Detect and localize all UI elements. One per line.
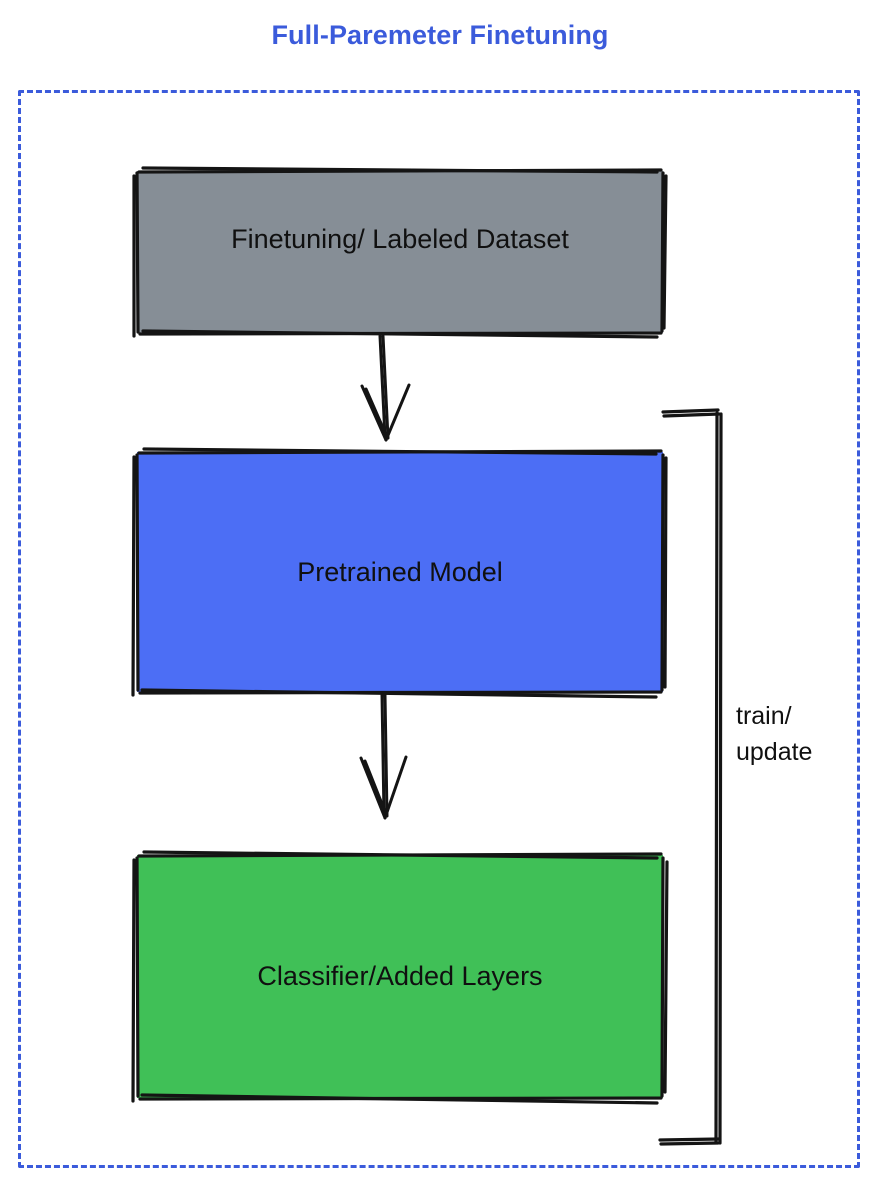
node-classifier-added-layers[interactable]: Classifier/Added Layers [137, 855, 663, 1098]
edge-label-train-update: train/ update [736, 702, 813, 767]
node-label-classifier: Classifier/Added Layers [257, 961, 543, 992]
node-pretrained-model[interactable]: Pretrained Model [137, 452, 663, 692]
node-finetuning-labeled-dataset[interactable]: Finetuning/ Labeled Dataset [137, 171, 663, 333]
node-label-pretrained: Pretrained Model [297, 556, 503, 587]
page-title: Full-Paremeter Finetuning [271, 20, 609, 50]
diagram-frame [18, 90, 860, 1168]
node-label-dataset: Finetuning/ Labeled Dataset [231, 224, 569, 254]
